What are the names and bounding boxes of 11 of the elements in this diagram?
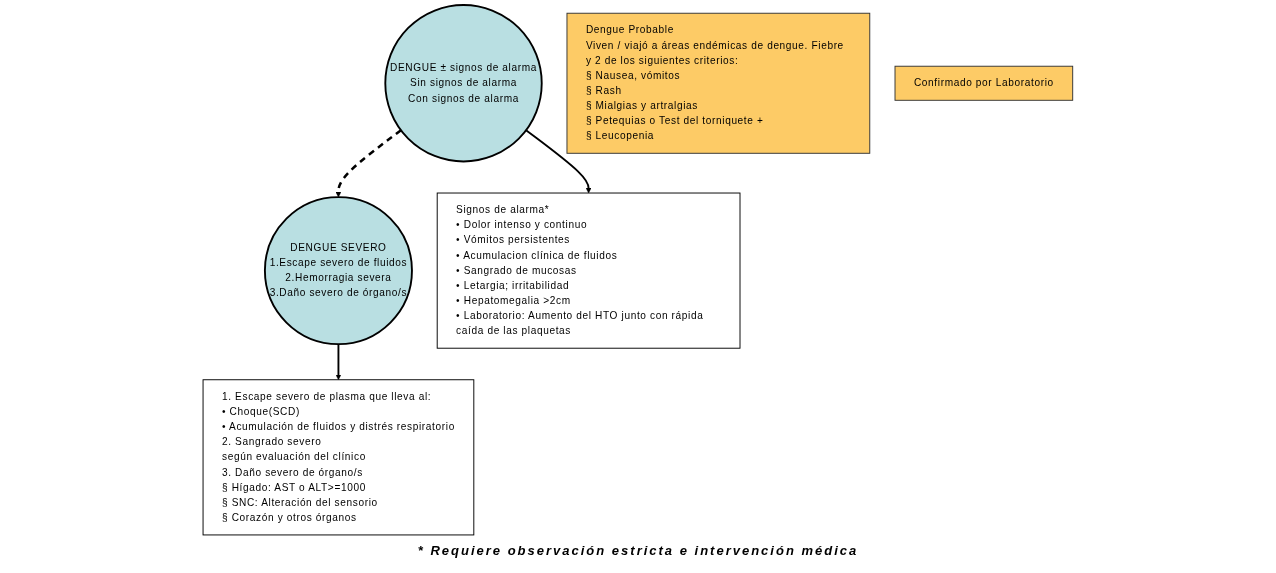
arrow: [335, 343, 342, 380]
node-box: [202, 379, 475, 536]
node-box: [566, 12, 871, 154]
flowchart: DENGUE ± signos de alarma Sin signos de alarma Con signos de alarma DENGUE SEVERO 1.Escape severo de fluidos 2.Hemorragia severa 3.Daño severo de órgano/s Dengue Probable Viven / viajó a áreas endémicas de dengue. Fiebre y 2 de los siguientes criterios: § Nausea, vómitos § Rash § Mialgias y artralgias § Petequias o Test del torniquete + § Leucopenia Confirmado por Laboratorio Signos de alarma* • Dolor intenso y continuo • Vómitos persistentes • Acumulacion clínica de fluidos • Sangrado de mucosas • Letargia; irritabilidad • Hepatomegalia >2cm • Laboratorio: Aumento del HTO junto con rápida caída de las plaquetas 1. Escape severo de plasma que lleva al: • Choque(SCD) • Acumulación de fluidos y distrés respiratorio 2. Sangrado severo según evaluación del clínico 3. Daño severo de órgano/s § Hígado: AST o ALT>=1000 § SNC: Alteración del sensorio § Corazón y otros órganos: [198, 0, 1078, 540]
arrow: [335, 129, 402, 198]
node-box: [436, 192, 741, 349]
footnote: * Requiere observación estricta e intervención médica: [416, 543, 860, 558]
node-box: [894, 65, 1074, 101]
arrow: [525, 129, 592, 194]
node-circle: [264, 196, 414, 346]
node-circle: [384, 4, 543, 163]
